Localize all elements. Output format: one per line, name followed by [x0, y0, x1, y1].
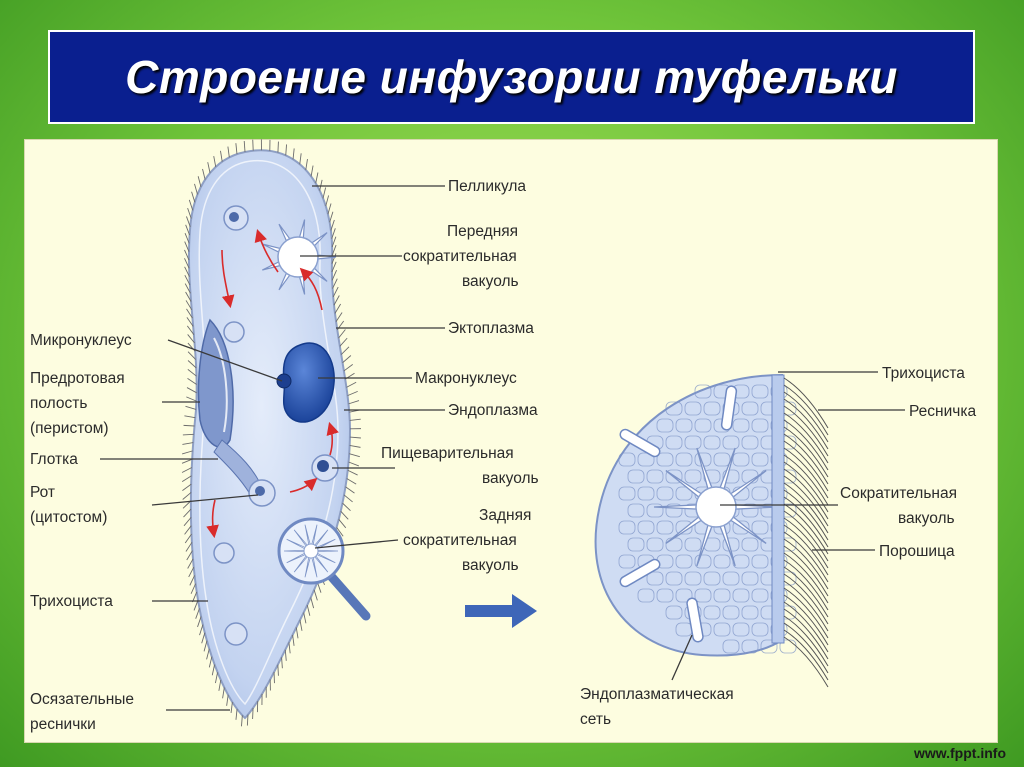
label-trichocyst-left: Трихоциста [30, 593, 113, 610]
label-peristome-1: Предротовая [30, 370, 125, 387]
label-pore: Порошица [879, 543, 955, 560]
title-bar: Строение инфузории туфельки [48, 30, 975, 124]
label-rear-vacuole-3: вакуоль [462, 557, 519, 574]
label-endoplasmic-network-1: Эндоплазматическая [580, 686, 734, 703]
label-endoplasmic-network-2: сеть [580, 711, 611, 728]
peristome [197, 318, 234, 448]
enlarged-section [594, 373, 829, 688]
label-rear-vacuole-1: Задняя [479, 507, 531, 524]
label-mouth-1: Рот [30, 484, 55, 501]
label-pellicle: Пелликула [448, 178, 526, 195]
slide-title: Строение инфузории туфельки [125, 51, 898, 103]
watermark: www.fppt.info [913, 745, 1006, 761]
diagram-panel [24, 139, 998, 743]
label-peristome-2: полость [30, 395, 87, 412]
pointer-arrow-icon [465, 594, 537, 628]
label-pharynx: Глотка [30, 451, 78, 468]
large-contractile-vacuole [695, 486, 737, 528]
cilia-fringe [181, 139, 362, 727]
label-ectoplasm: Эктоплазма [448, 320, 534, 337]
label-mouth-2: (цитостом) [30, 509, 107, 526]
label-micronucleus: Микронуклеус [30, 332, 132, 349]
micronucleus [276, 373, 292, 389]
trichocyst-rods [619, 385, 738, 643]
large-cilia [783, 377, 829, 688]
label-front-vacuole-1: Передняя [447, 223, 518, 240]
labels: Пелликула Передняя сократительная вакуол… [30, 178, 976, 733]
label-peristome-3: (перистом) [30, 420, 109, 437]
rear-contractile-vacuole [277, 517, 371, 621]
digestive-vacuoles [213, 205, 339, 646]
label-endoplasm: Эндоплазма [448, 402, 538, 419]
label-rear-vacuole-2: сократительная [403, 532, 517, 549]
label-tactile-cilia-1: Осязательные [30, 691, 134, 708]
label-digestive-vacuole-2: вакуоль [482, 470, 539, 487]
label-front-vacuole-3: вакуоль [462, 273, 519, 290]
label-leaders [100, 185, 905, 711]
paramecium-cell [181, 139, 371, 727]
label-contractile-vacuole-1: Сократительная [840, 485, 957, 502]
label-trichocyst-right: Трихоциста [882, 365, 965, 382]
macronucleus [282, 342, 335, 423]
label-front-vacuole-2: сократительная [403, 248, 517, 265]
label-cilium: Ресничка [909, 403, 976, 420]
cytoplasm-flow-arrows [206, 228, 339, 539]
label-digestive-vacuole-1: Пищеварительная [381, 445, 514, 462]
label-tactile-cilia-2: реснички [30, 716, 96, 733]
label-macronucleus: Макронуклеус [415, 370, 517, 387]
label-contractile-vacuole-2: вакуоль [898, 510, 955, 527]
